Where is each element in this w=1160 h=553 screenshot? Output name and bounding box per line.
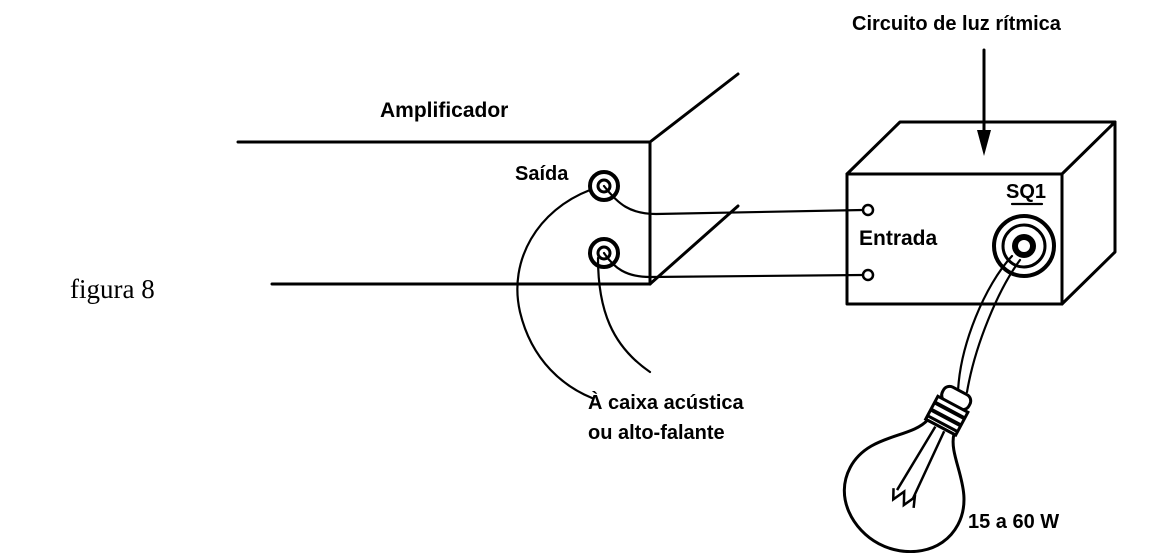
amplifier-box bbox=[236, 72, 740, 286]
speaker-note-line2: ou alto-falante bbox=[588, 422, 725, 444]
circuit-title: Circuito de luz rítmica bbox=[852, 13, 1062, 35]
lamp-power-label: 15 a 60 W bbox=[968, 511, 1059, 533]
circuit-box-side-face bbox=[1060, 120, 1117, 306]
circuit-pointer-arrow bbox=[977, 48, 991, 156]
wire-to-speaker-outer bbox=[516, 188, 594, 400]
socket-sq1 bbox=[992, 214, 1056, 278]
rhythmic-light-circuit-box bbox=[845, 120, 1117, 306]
amplifier-output-label: Saída bbox=[515, 163, 569, 185]
amplifier-bottom-depth-edge bbox=[648, 204, 740, 286]
amplifier-title: Amplificador bbox=[380, 99, 508, 122]
socket-label: SQ1 bbox=[1006, 181, 1046, 203]
circuit-box-front-face bbox=[845, 172, 1064, 306]
circuit-input-terminal-top bbox=[861, 203, 875, 217]
wire-to-speaker-inner bbox=[596, 256, 652, 374]
amplifier-top-depth-edge bbox=[648, 72, 740, 144]
circuit-box-top-face bbox=[845, 120, 1117, 176]
circuit-input-terminal-bottom bbox=[861, 268, 875, 282]
wire-output-to-input-bottom bbox=[602, 251, 865, 279]
lamp-cord-left bbox=[956, 254, 1014, 394]
circuit-input-label: Entrada bbox=[859, 227, 938, 250]
figure-label: figura 8 bbox=[70, 274, 155, 304]
wire-output-to-input-top bbox=[602, 184, 865, 216]
light-bulb-icon bbox=[842, 384, 973, 553]
speaker-note-line1: À caixa acústica bbox=[588, 391, 745, 414]
lamp-cord-right bbox=[965, 258, 1022, 394]
